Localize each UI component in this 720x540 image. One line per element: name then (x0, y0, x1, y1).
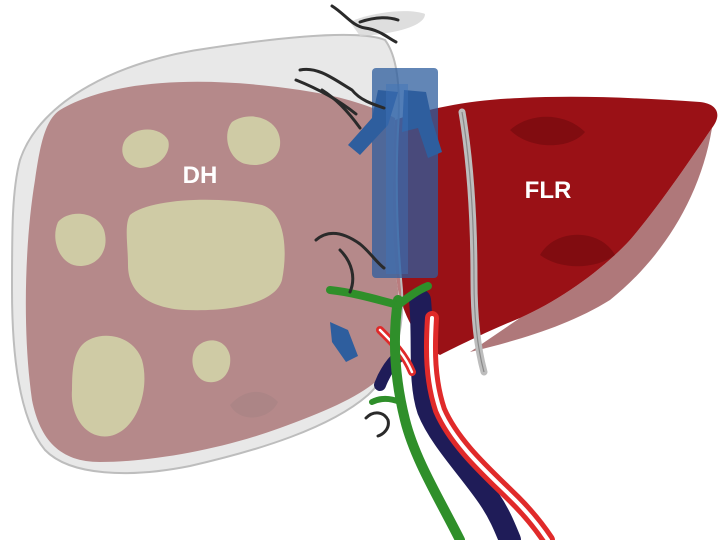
clamp-icon (330, 68, 442, 362)
suture-icon (294, 4, 400, 438)
suture-mid-tail2 (320, 88, 362, 130)
future-liver-remnant (392, 96, 718, 376)
flr-notch-bottom (540, 234, 615, 267)
clamp-jaw-right (402, 90, 442, 158)
flr-label: FLR (525, 177, 572, 204)
flr-notch-top (510, 116, 585, 146)
suture-low-tail (338, 248, 355, 294)
flr-shadow (470, 128, 712, 352)
hepatic-pedicle (326, 282, 555, 540)
suture-low (314, 231, 386, 270)
hepatic-artery-core (428, 316, 550, 540)
clamp-arm (386, 84, 408, 274)
capsule-tip (350, 11, 425, 37)
suture-mid (298, 67, 386, 110)
bile-duct-branch (326, 286, 402, 309)
bile-duct-branch-right (394, 282, 432, 309)
portal-vein (409, 289, 521, 540)
suture-top (330, 4, 398, 44)
bile-duct (389, 295, 465, 540)
bile-duct-stub (369, 396, 403, 405)
clamp-small (330, 322, 358, 362)
suture-top-tail (358, 16, 400, 24)
tourniquet-band-outline (461, 111, 485, 373)
suture-bottom (364, 411, 390, 438)
clamp-jaw-left (348, 90, 398, 155)
dh-label: DH (183, 162, 218, 189)
